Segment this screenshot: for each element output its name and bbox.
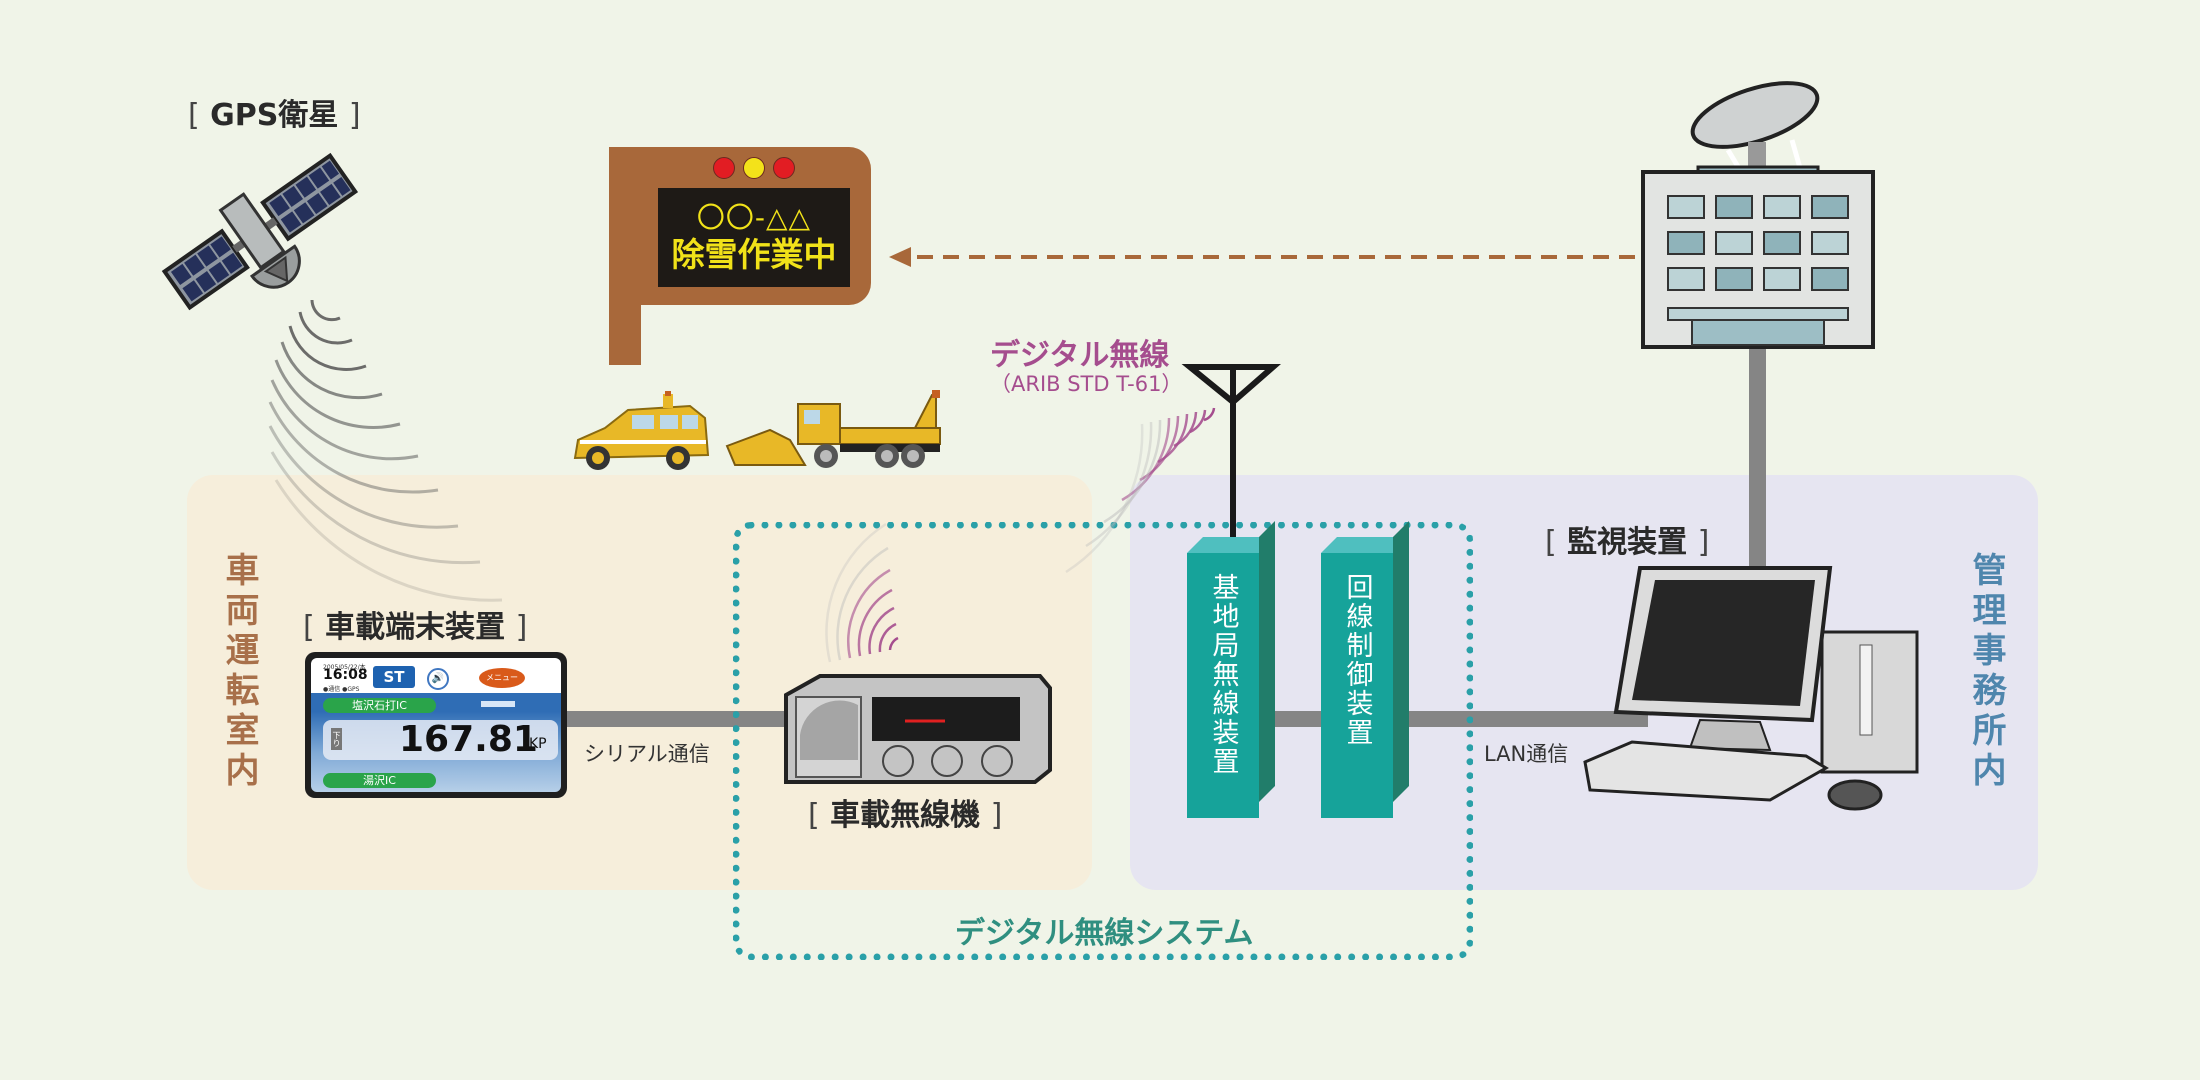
sign-control-arrow [889, 247, 1635, 267]
terminal-kp-value: 167.81 [399, 719, 538, 760]
vehicle-radio-waves [825, 522, 899, 663]
terminal-status: ●通信 ●GPS [323, 686, 360, 693]
terminal-kp-unit: KP [529, 736, 547, 752]
terminal-direction: 下り [331, 728, 342, 750]
terminal-screen: 2005/05/22/木 16:08 ●通信 ●GPS ST 🔊 メニュー 塩沢… [311, 658, 561, 792]
lan-comm-label: LAN通信 [1484, 742, 1569, 766]
gps-signal-waves [268, 299, 503, 602]
gps-satellite-icon [161, 152, 359, 311]
digital-radio-system-label: デジタル無線システム [955, 916, 1254, 951]
vehicle-zone-label: 車両運転室内 [219, 552, 259, 792]
terminal-next-ic: 塩沢石打IC [323, 698, 436, 713]
sign-message-text: 除雪作業中 [671, 234, 837, 274]
monitor-device-label: [ 監視装置 ] [1545, 525, 1710, 560]
office-building-icon [1641, 81, 1875, 349]
vehicle-radio-label: [ 車載無線機 ] [808, 798, 1003, 833]
vehicle-radio-icon [784, 674, 1052, 784]
sign-lamp-red-left [713, 157, 735, 179]
serial-comm-label: シリアル通信 [584, 742, 710, 766]
sign-lamp-yellow [743, 157, 765, 179]
sign-route-text: 〇〇-△△ [696, 200, 812, 234]
vehicle-terminal-device: 2005/05/22/木 16:08 ●通信 ●GPS ST 🔊 メニュー 塩沢… [305, 652, 567, 798]
sign-display: 〇〇-△△ 除雪作業中 [658, 188, 850, 287]
digital-radio-system-boundary [733, 522, 1473, 960]
snowplow-truck-icon [725, 390, 941, 468]
terminal-mode-button: ST [373, 666, 415, 688]
office-zone-label: 管理事務所内 [1966, 552, 2006, 792]
lan-cable-monitor [1393, 711, 1648, 727]
terminal-date: 2005/05/22/木 [323, 664, 366, 671]
base-station-radio-unit: 基地局無線装置 [1187, 553, 1259, 818]
terminal-menu-button: メニュー [479, 668, 525, 688]
digital-radio-waves [1065, 407, 1216, 574]
lan-cable-towers [1260, 711, 1330, 727]
terminal-kp-panel [323, 720, 558, 760]
building-cable [1749, 345, 1766, 575]
sign-lamp-red-right [773, 157, 795, 179]
gps-satellite-label: [ GPS衛星 ] [188, 98, 361, 133]
terminal-prev-ic: 湯沢IC [323, 773, 436, 788]
monitoring-computer-icon [1583, 566, 1919, 811]
terminal-time: 16:08 [323, 667, 368, 683]
terminal-status-tag [481, 701, 515, 707]
line-control-unit: 回線制御装置 [1321, 553, 1393, 818]
digital-radio-standard: （ARIB STD T-61） [990, 372, 1183, 396]
digital-radio-title: デジタル無線 [990, 338, 1170, 373]
patrol-car-icon [573, 391, 710, 470]
antenna-icon [1181, 364, 1281, 556]
speaker-icon: 🔊 [427, 668, 449, 690]
vehicle-terminal-label: [ 車載端末装置 ] [303, 610, 528, 645]
road-sign-post [609, 147, 641, 365]
